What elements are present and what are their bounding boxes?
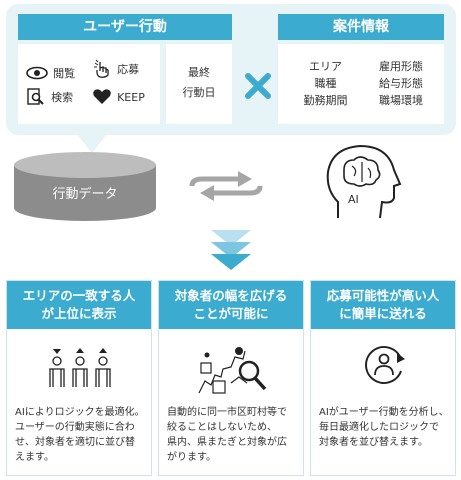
card-header: 応募可能性が高い人 に簡単に送れる [311,281,455,329]
view-item: 閲覧 [26,62,75,81]
card-body: AIによりロジックを最適化。 ユーザーの行動実態に合わ せ、対象者を適切に並び替… [15,407,145,463]
bubble-tail [76,133,108,153]
last-action-line2: 行動日 [182,86,216,99]
cross-icon [245,73,271,99]
apply-item: 応募 [92,58,139,79]
card-area-match: エリアの一致する人 が上位に表示 AIによりロジックを最適化。 ユーザーの行動実… [6,280,152,476]
keep-item: KEEP [92,86,145,105]
card-header: 対象者の幅を広げる ことが可能に [159,281,303,329]
last-action-panel: 最終 行動日 [166,44,232,124]
map-search-icon [198,347,267,394]
search-item: 検索 [26,86,73,106]
card-body: AIがユーザー行動を分析し、 毎日最適化したロジックで 対象者を並び替えます。 [319,407,449,448]
eye-icon [26,66,48,79]
database-cylinder-top [14,152,156,178]
job-info-col1: エリア 職種 勤務期間 [303,60,348,107]
job-info-col2: 雇用形態 給与形態 職場環境 [379,60,423,107]
card-body: 自動的に同一市区町村等で 絞ることはしないため、 県内、県またぎと対象が広 がり… [167,407,287,463]
user-refresh-icon [365,346,405,384]
card-header: エリアの一致する人 が上位に表示 [7,281,151,329]
job-info-panel: エリア 職種 勤務期間 雇用形態 給与形態 職場環境 [278,44,444,124]
user-action-panel: 閲覧 応募 検索 KEEP [18,44,160,124]
user-action-header: ユーザー行動 [18,14,232,40]
pointing-hand-icon [94,59,109,78]
job-info-header: 案件情報 [278,14,444,40]
exchange-arrows-icon [189,171,263,201]
card-wider-target: 対象者の幅を広げる ことが可能に 自動的に同一市区町村等で 絞ることはしないため… [158,280,304,476]
heart-icon [93,89,111,104]
magnifier-document-icon [27,87,44,105]
ai-head-icon [326,144,402,219]
last-action-line1: 最終 [188,66,210,79]
people-ranking-icon [49,348,111,387]
ai-label: AI [348,193,359,206]
card-high-application: 応募可能性が高い人 に簡単に送れる AIがユーザー行動を分析し、 毎日最適化した… [310,280,456,476]
data-label: 行動データ [52,187,118,202]
down-chevron-icon [211,230,251,270]
